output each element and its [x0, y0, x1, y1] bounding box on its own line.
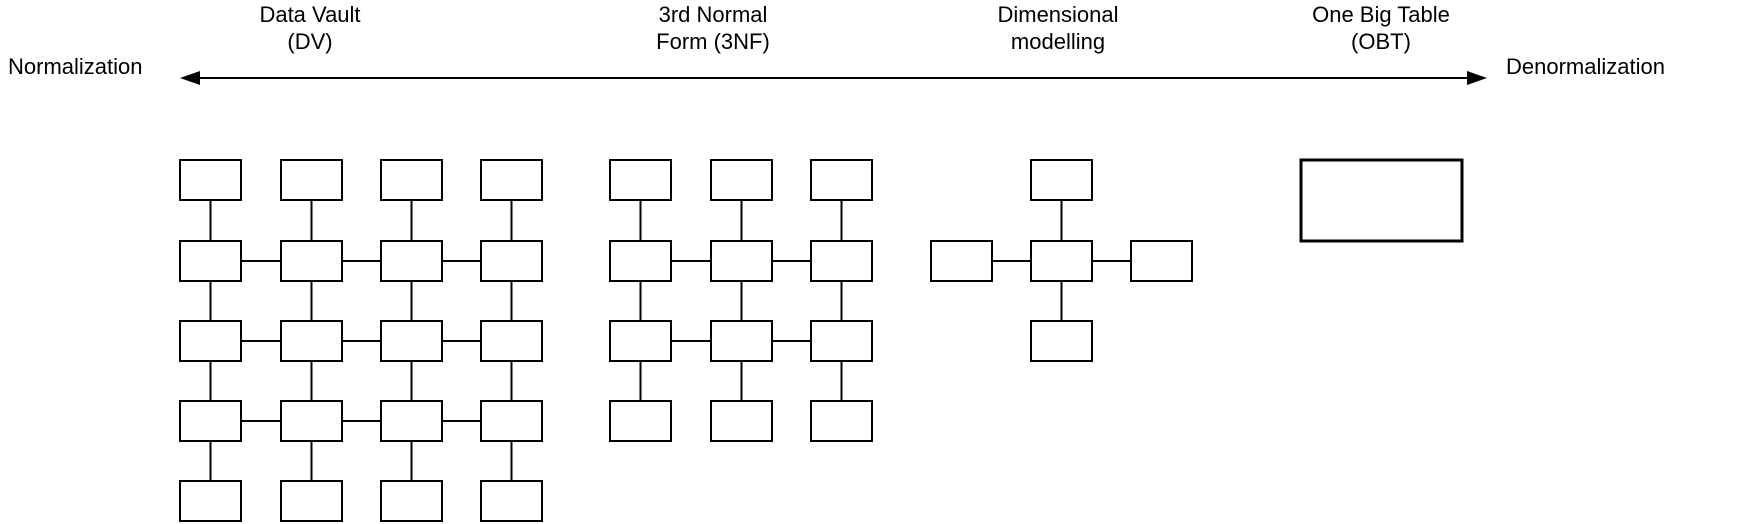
entity-box — [480, 320, 543, 362]
entity-box — [710, 240, 773, 282]
entity-box — [179, 320, 242, 362]
entity-box — [810, 240, 873, 282]
entity-box — [710, 320, 773, 362]
label-third-normal-form: 3rd Normal Form (3NF) — [656, 1, 770, 55]
entity-box — [810, 159, 873, 201]
label-dimensional-modelling-line2: modelling — [1010, 29, 1106, 54]
entity-box — [609, 159, 672, 201]
entity-box — [380, 400, 443, 442]
entity-box — [280, 240, 343, 282]
one-big-table-box — [1299, 158, 1464, 243]
entity-box — [179, 240, 242, 282]
label-dimensional-modelling-line1: Dimensional — [997, 2, 1119, 27]
entity-box — [609, 240, 672, 282]
entity-box — [380, 159, 443, 201]
entity-box — [380, 480, 443, 522]
label-one-big-table-line1: One Big Table — [1312, 2, 1450, 27]
label-data-vault-line2: (DV) — [287, 29, 333, 54]
dimensional-star-diagram — [930, 159, 1193, 362]
label-dimensional-modelling: Dimensional modelling — [997, 1, 1118, 55]
arrowhead-right — [1467, 71, 1487, 85]
entity-box — [380, 240, 443, 282]
entity-box — [609, 400, 672, 442]
entity-box — [480, 480, 543, 522]
entity-box — [710, 159, 773, 201]
arrowhead-left — [180, 71, 200, 85]
spectrum-arrow — [180, 71, 1487, 85]
entity-box — [380, 320, 443, 362]
entity-box — [280, 159, 343, 201]
axis-label-denormalization: Denormalization — [1506, 54, 1665, 79]
axis-label-normalization: Normalization — [8, 54, 143, 79]
entity-box — [810, 400, 873, 442]
entity-box — [179, 159, 242, 201]
entity-box — [710, 400, 773, 442]
label-one-big-table-line2: (OBT) — [1351, 29, 1411, 54]
entity-box — [480, 159, 543, 201]
entity-box-left — [930, 240, 993, 282]
entity-box — [280, 320, 343, 362]
entity-box — [810, 320, 873, 362]
third-normal-form-diagram — [609, 159, 873, 442]
label-data-vault: Data Vault (DV) — [259, 1, 360, 55]
entity-box — [480, 240, 543, 282]
entity-box-bottom — [1030, 320, 1093, 362]
label-data-vault-line1: Data Vault — [259, 2, 361, 27]
label-one-big-table: One Big Table (OBT) — [1312, 1, 1450, 55]
entity-box — [609, 320, 672, 362]
entity-box — [179, 480, 242, 522]
entity-box-center — [1030, 240, 1093, 282]
label-third-normal-form-line2: Form (3NF) — [656, 29, 770, 54]
entity-box — [480, 400, 543, 442]
entity-box-top — [1030, 159, 1093, 201]
entity-box — [280, 400, 343, 442]
entity-box — [179, 400, 242, 442]
data-vault-diagram — [179, 159, 543, 522]
entity-box — [280, 480, 343, 522]
label-third-normal-form-line1: 3rd Normal — [658, 2, 768, 27]
entity-box-right — [1130, 240, 1193, 282]
one-big-table-diagram — [1299, 158, 1464, 243]
